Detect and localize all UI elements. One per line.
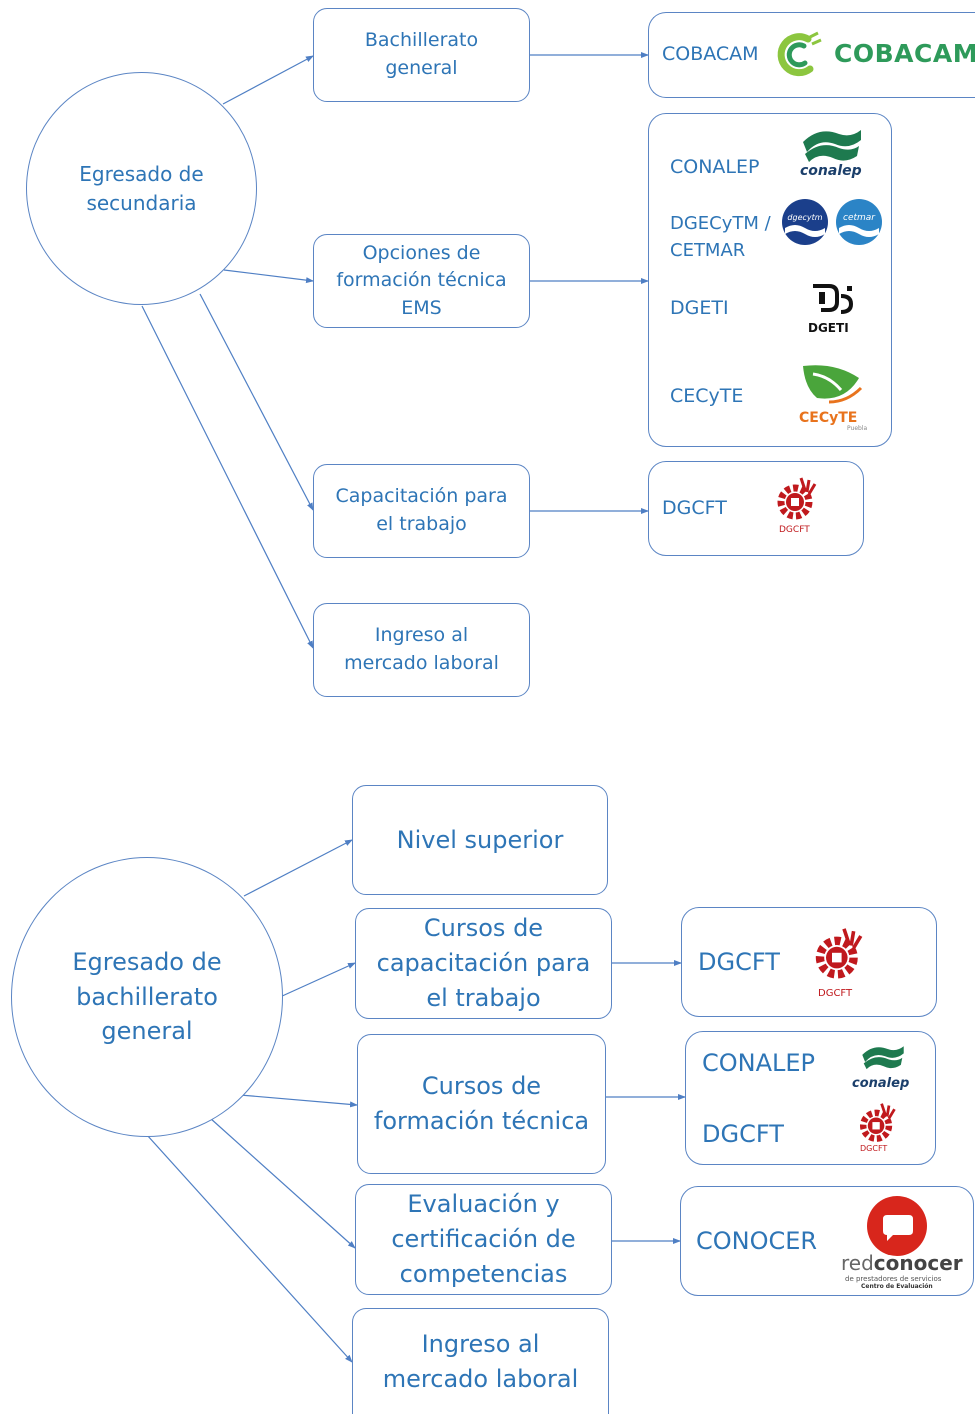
- dgeti-logo-icon: [813, 284, 854, 314]
- cetmar-label: CETMAR: [670, 240, 746, 261]
- cobacam-logo-icon: [777, 31, 822, 77]
- dgcft-label: DGCFT: [702, 1120, 784, 1148]
- node-line: Ingreso al: [374, 624, 469, 647]
- node-line: Cursos de: [421, 1072, 542, 1101]
- node-line: el trabajo: [426, 983, 541, 1012]
- dgecytm-logo-icon: dgecytm: [782, 199, 828, 245]
- dgcft-gear-icon: [777, 477, 817, 520]
- node-evaluacion: Evaluación y certificación de competenci…: [355, 1184, 612, 1295]
- node-line: mercado laboral: [344, 652, 499, 674]
- node-line: Cursos de: [423, 914, 544, 943]
- node-bachillerato-general: Bachillerato general: [313, 8, 530, 102]
- node-line: formación técnica: [373, 1107, 590, 1135]
- tech-courses-box: CONALEP DGCFT conalep DGCFT: [685, 1031, 936, 1165]
- dgecytm-label: DGECyTM /: [670, 213, 771, 234]
- cecyte-label: CECyTE: [670, 385, 744, 407]
- conocer-box: CONOCER redconocer de prestadores de ser…: [680, 1186, 974, 1296]
- node-line: Nivel superior: [396, 825, 564, 854]
- node-capacitacion: Capacitación para el trabajo: [313, 464, 530, 558]
- node-line: mercado laboral: [382, 1364, 579, 1393]
- conalep-label: CONALEP: [670, 156, 760, 178]
- node-line: competencias: [399, 1259, 568, 1288]
- conocer-label: CONOCER: [696, 1227, 818, 1255]
- dgcft-gear-icon: [859, 1103, 896, 1142]
- redconocer-logo-icon: [867, 1196, 927, 1256]
- red-word-text: red: [841, 1251, 874, 1275]
- node-line: Bachillerato: [364, 29, 479, 52]
- cetmar-logo-text: cetmar: [843, 213, 876, 223]
- dgcft-logo-text: DGCFT: [818, 988, 853, 999]
- node-line: Evaluación y: [407, 1190, 560, 1219]
- edge-root2-superior: [243, 839, 353, 897]
- dgecytm-logo-text: dgecytm: [787, 213, 822, 222]
- root-node-bachillerato: Egresado de bachillerato general: [11, 857, 283, 1137]
- node-line: formación técnica: [336, 269, 507, 292]
- root-line: general: [101, 1017, 193, 1046]
- root-line: Egresado de: [72, 947, 222, 976]
- dgcft-box-1: DGCFT DGCFT: [648, 461, 864, 556]
- dgeti-label: DGETI: [670, 297, 729, 319]
- cetmar-logo-icon: cetmar: [836, 199, 882, 245]
- dgcft-label: DGCFT: [698, 948, 780, 976]
- edge-root1-bachillerato: [222, 55, 314, 105]
- conocer-sub1: de prestadores de servicios: [845, 1275, 942, 1283]
- cecyte-logo-text: CECyTE: [799, 410, 858, 426]
- edge-root2-ingreso: [146, 1134, 353, 1363]
- cecyte-logo-icon: [803, 365, 863, 404]
- node-nivel-superior: Nivel superior: [352, 785, 608, 895]
- node-line: EMS: [401, 296, 442, 319]
- root-line: secundaria: [86, 190, 197, 215]
- conalep-logo-text: conalep: [852, 1076, 910, 1091]
- node-line: el trabajo: [376, 513, 467, 535]
- cobacam-label: COBACAM: [662, 43, 759, 65]
- red-word: redconocer: [841, 1251, 963, 1275]
- conocer-sub2: Centro de Evaluación: [861, 1283, 933, 1290]
- dgcft-box-2: DGCFT DGCFT: [681, 907, 937, 1017]
- dgcft-logo-text: DGCFT: [779, 525, 810, 535]
- cobacam-box: COBACAM COBACAM: [648, 12, 975, 98]
- conalep-logo-text: conalep: [800, 163, 862, 179]
- node-line: general: [385, 57, 458, 79]
- node-cursos-capacitacion: Cursos de capacitación para el trabajo: [355, 908, 612, 1019]
- edge-root1-ingreso: [141, 305, 314, 649]
- cobacam-logo-text: COBACAM: [834, 39, 975, 68]
- node-opciones-formacion: Opciones de formación técnica EMS: [313, 234, 530, 328]
- node-cursos-formacion: Cursos de formación técnica: [357, 1034, 606, 1174]
- dgcft-logo-text: DGCFT: [860, 1144, 888, 1153]
- edge-root1-opciones: [223, 269, 314, 284]
- cecyte-logo-sub: Puebla: [847, 425, 868, 432]
- node-ingreso-laboral: Ingreso al mercado laboral: [313, 603, 530, 697]
- ems-institutions-box: CONALEP DGECyTM / CETMAR DGETI CECyTE co…: [648, 113, 892, 447]
- node-line: Capacitación para: [335, 485, 508, 508]
- root-line: bachillerato: [76, 982, 218, 1011]
- root-node-secundaria: Egresado de secundaria: [26, 72, 257, 305]
- node-line: Opciones de: [362, 241, 481, 264]
- dgcft-gear-icon: [815, 928, 863, 979]
- conalep-logo-icon: [803, 130, 861, 162]
- node-line: capacitación para: [376, 949, 591, 978]
- root-line: Egresado de: [79, 161, 204, 186]
- dgcft-label: DGCFT: [662, 497, 727, 519]
- conalep-label: CONALEP: [702, 1049, 816, 1077]
- conalep-logo-icon: [862, 1046, 904, 1070]
- node-line: Ingreso al: [421, 1329, 540, 1358]
- edge-root1-capacitacion: [199, 293, 314, 511]
- edge-root2-evaluacion: [209, 1117, 356, 1249]
- dgeti-logo-text: DGETI: [808, 321, 849, 335]
- node-line: certificación de: [391, 1225, 576, 1254]
- edge-root2-cursos-cap: [279, 962, 356, 998]
- node-ingreso-laboral-2: Ingreso al mercado laboral: [352, 1308, 609, 1414]
- conocer-word-text: conocer: [873, 1251, 963, 1275]
- edge-root2-cursos-tec: [239, 1094, 358, 1108]
